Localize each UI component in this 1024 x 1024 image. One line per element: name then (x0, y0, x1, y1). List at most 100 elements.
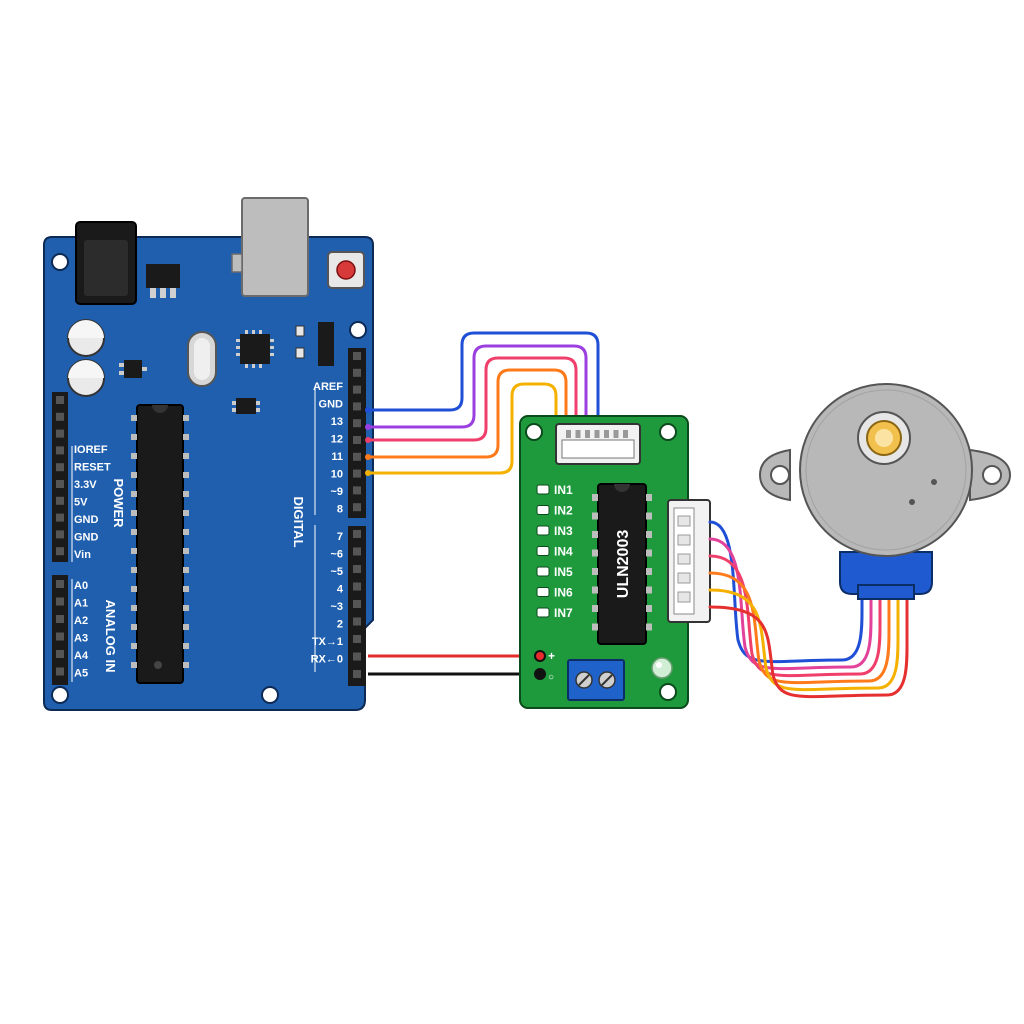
header-hole[interactable] (353, 547, 361, 556)
mcu-pin (131, 491, 137, 497)
analog-pin-label: A0 (74, 580, 88, 592)
power-pin-label: 3.3V (74, 479, 97, 491)
connector-slot (677, 591, 691, 603)
driver-input-label: IN5 (554, 565, 573, 579)
connector-pin (613, 430, 619, 438)
power-section-label: POWER (111, 478, 126, 528)
motor-wires (708, 520, 909, 699)
header-hole[interactable] (56, 547, 64, 556)
wire-end (365, 470, 371, 476)
header-hole[interactable] (56, 463, 64, 472)
capacitor (67, 319, 105, 397)
header-hole[interactable] (56, 496, 64, 505)
power-minus-label: ○ (548, 672, 554, 683)
header-hole[interactable] (353, 582, 361, 591)
header-hole[interactable] (353, 530, 361, 538)
header-hole[interactable] (353, 617, 361, 626)
header-hole[interactable] (353, 436, 361, 444)
header-hole[interactable] (56, 513, 64, 522)
mcu-pin (131, 415, 137, 421)
chip-pin (646, 512, 652, 520)
motor-connector (667, 499, 711, 623)
header-hole[interactable] (353, 486, 361, 495)
power-pin-plus[interactable] (534, 650, 546, 662)
header-hole[interactable] (353, 385, 361, 394)
header-hole[interactable] (56, 396, 64, 404)
chip-pin (646, 494, 652, 501)
usb-connector (231, 197, 309, 297)
header-hole[interactable] (56, 650, 64, 658)
signal-wire (366, 368, 568, 459)
motor-mount-hole (982, 465, 1002, 485)
mcu-pin (131, 605, 137, 611)
input-led (536, 546, 550, 556)
digital-pin-label: GND (319, 399, 344, 411)
power-plus-label: + (548, 649, 555, 663)
digital-pin-label: ~3 (330, 601, 343, 613)
power-led (651, 657, 673, 679)
reset-button[interactable] (327, 251, 365, 289)
header-hole[interactable] (56, 429, 64, 438)
header-hole[interactable] (56, 480, 64, 488)
header-hole[interactable] (353, 670, 361, 678)
power-pin-label: Vin (74, 549, 91, 561)
header-hole[interactable] (56, 530, 64, 539)
mount-hole (659, 423, 677, 441)
header-hole[interactable] (56, 446, 64, 455)
digital-pin-label: ~5 (330, 566, 343, 578)
header-hole[interactable] (353, 652, 361, 661)
digital-pin-label: ~9 (330, 486, 343, 498)
input-led (536, 587, 550, 597)
header-hole[interactable] (353, 352, 361, 360)
header-hole[interactable] (56, 597, 64, 606)
motor-body (799, 383, 973, 557)
driver-input-label: IN2 (554, 504, 573, 518)
motor-mount-hole (770, 465, 790, 485)
input-led (536, 484, 550, 495)
mcu-pin (183, 548, 189, 554)
chip-label: ULN2003 (615, 530, 632, 599)
header-hole[interactable] (56, 412, 64, 421)
driver-input-label: IN1 (554, 483, 573, 497)
input-header-connector (555, 423, 641, 465)
digital-pin-label: 12 (331, 434, 343, 446)
header-hole[interactable] (353, 600, 361, 608)
mcu-pin (131, 529, 137, 535)
mcu-pin (183, 529, 189, 535)
connector-pin (594, 430, 600, 438)
digital-pin-label: 4 (337, 584, 344, 596)
header-hole[interactable] (353, 469, 361, 478)
header-hole[interactable] (353, 503, 361, 512)
driver-input-label: IN3 (554, 524, 573, 538)
header-hole[interactable] (353, 402, 361, 411)
signal-wire (366, 382, 558, 475)
analog-section-label: ANALOG IN (103, 600, 118, 673)
chip-pin (646, 605, 652, 612)
chip-pin (592, 494, 598, 501)
header-hole[interactable] (353, 635, 361, 643)
power-pin-minus[interactable] (534, 668, 546, 680)
header-hole[interactable] (56, 667, 64, 676)
mcu-pin (183, 567, 189, 573)
digital-pin-label: RX←0 (311, 654, 343, 666)
mcu-pin (131, 548, 137, 554)
header-hole[interactable] (56, 580, 64, 588)
header-hole[interactable] (353, 368, 361, 377)
mount-hole (659, 683, 677, 701)
header-hole[interactable] (353, 419, 361, 428)
header-hole[interactable] (353, 565, 361, 573)
mcu-pin (131, 624, 137, 630)
header-hole[interactable] (353, 452, 361, 461)
digital-pin-label: 10 (331, 469, 343, 481)
connector-slot (677, 534, 691, 546)
mcu-pin (183, 472, 189, 478)
header-hole[interactable] (56, 632, 64, 641)
header-hole[interactable] (56, 615, 64, 623)
uln2003-chip: ULN2003 (592, 483, 652, 645)
mount-hole (261, 686, 279, 704)
mcu-pin (183, 434, 189, 440)
digital-pin-label: 8 (337, 504, 343, 516)
mcu-pin (131, 586, 137, 592)
